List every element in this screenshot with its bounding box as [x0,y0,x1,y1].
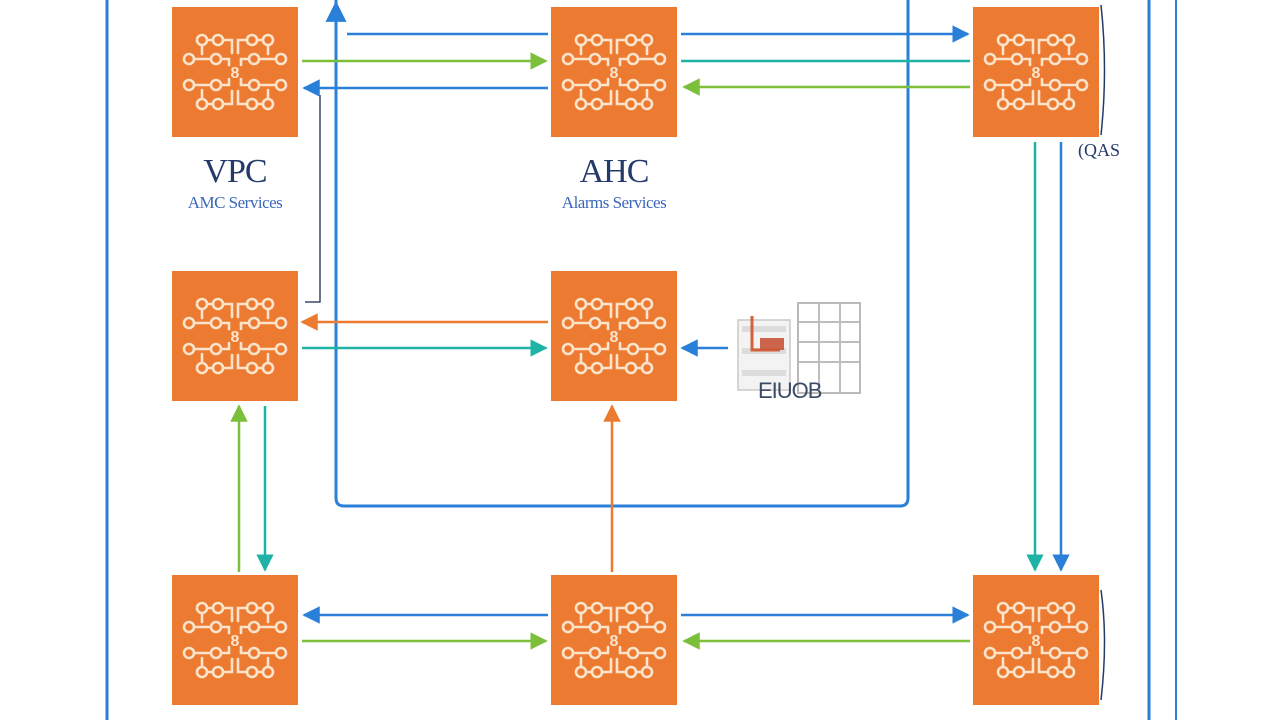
inner-container [334,0,910,508]
outer-frame [105,0,1177,720]
ahc-title: AHC [579,153,650,190]
vpc-subtitle: AMC Services [187,193,283,212]
top-right-node [973,7,1099,137]
bottom-left-node [172,575,298,705]
server-rack-icon [737,302,861,394]
bottom-center-node [551,575,677,705]
bracket-connector [305,95,321,303]
ahc-subtitle: Alarms Services [561,193,667,212]
middle-left-node [172,271,298,401]
external-service-label: EIUOB [758,378,822,403]
right-label: (QAS [1078,140,1121,160]
vpc-node [172,7,298,137]
vpc-title: VPC [203,153,267,190]
ahc-node [551,7,677,137]
bottom-right-node [973,575,1099,705]
middle-center-node [551,271,677,401]
